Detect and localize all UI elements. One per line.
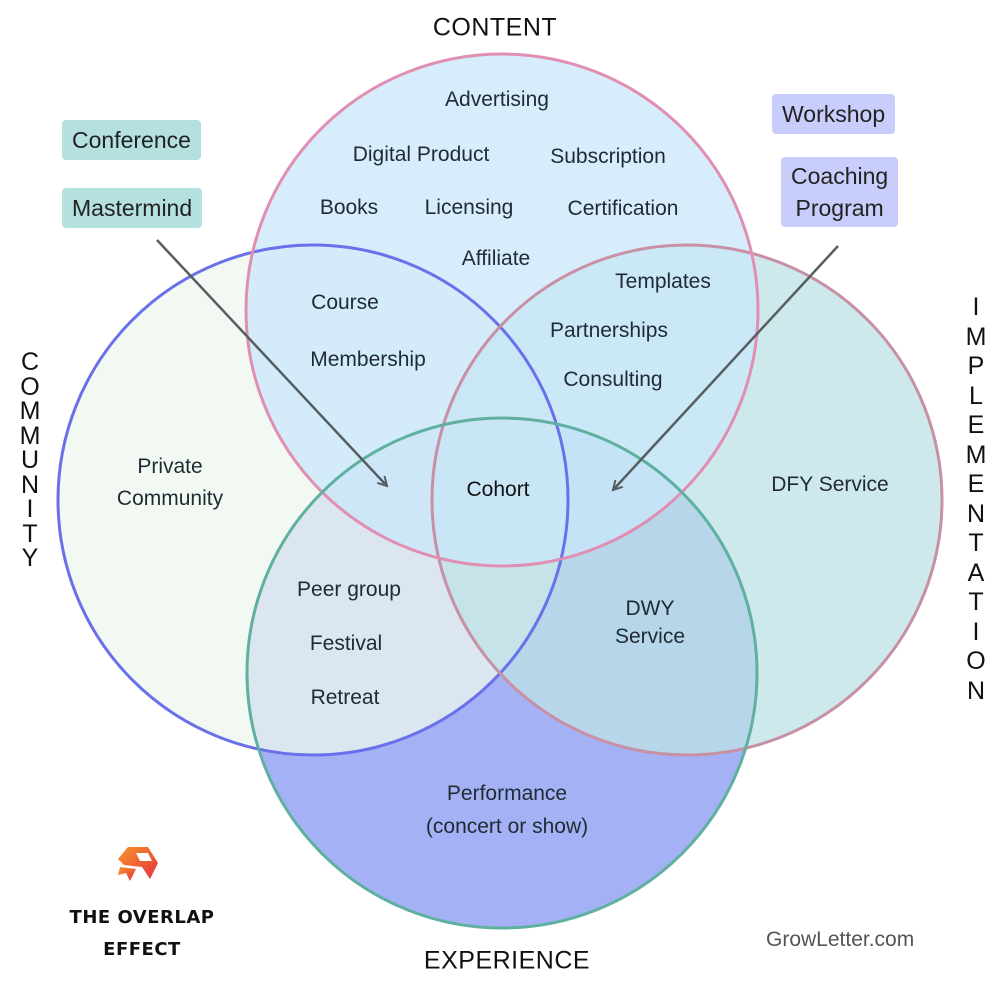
vertical-letter: E bbox=[967, 470, 985, 498]
region-label: Books bbox=[319, 196, 379, 219]
content-outline bbox=[244, 52, 760, 568]
vertical-letter: M bbox=[19, 397, 41, 425]
vertical-letter: M bbox=[19, 421, 41, 450]
vertical-letter: O bbox=[966, 647, 986, 675]
region-label: Consulting bbox=[563, 368, 663, 391]
vertical-letter: Y bbox=[21, 544, 39, 572]
callout-conference: Conference bbox=[62, 120, 201, 160]
callout-coaching-line1: Coaching bbox=[791, 163, 889, 189]
vertical-letter: E bbox=[967, 411, 985, 439]
implementation-outline bbox=[430, 243, 944, 757]
region-label: Course bbox=[311, 291, 379, 314]
experience-outline bbox=[245, 416, 759, 930]
region-label: Affiliate bbox=[461, 247, 531, 270]
vertical-letter: N bbox=[966, 499, 986, 528]
brand-title-line1: THE OVERLAP bbox=[69, 907, 215, 928]
callout-coaching-program: Coaching Program bbox=[781, 157, 899, 227]
region-label: Community bbox=[116, 487, 224, 510]
vertical-letter: T bbox=[22, 519, 38, 548]
region-label: (concert or show) bbox=[425, 815, 589, 838]
region-label: Retreat bbox=[310, 686, 380, 709]
brand-title-line2: EFFECT bbox=[103, 939, 181, 960]
vertical-letter: I bbox=[26, 495, 34, 523]
region-label: Templates bbox=[615, 270, 711, 293]
region-label: Advertising bbox=[445, 88, 549, 111]
vertical-letter: L bbox=[969, 381, 983, 410]
region-label: Licensing bbox=[424, 196, 514, 219]
vertical-letter: M bbox=[965, 440, 987, 469]
vertical-letter: N bbox=[966, 676, 986, 705]
vertical-letter: P bbox=[967, 352, 985, 380]
community-outline bbox=[56, 243, 570, 757]
region-label: Digital Product bbox=[352, 143, 490, 166]
vertical-letter: U bbox=[20, 446, 40, 474]
region-label: Membership bbox=[310, 348, 426, 371]
callout-coaching-line2: Program bbox=[795, 195, 884, 221]
callout-mastermind: Mastermind bbox=[62, 188, 203, 228]
region-label: Certification bbox=[567, 197, 679, 220]
overlap-effect-logo-icon bbox=[118, 847, 158, 881]
set-title-experience: EXPERIENCE bbox=[423, 946, 591, 975]
region-label: Service bbox=[614, 625, 686, 648]
region-label: Peer group bbox=[297, 578, 401, 601]
callout-workshop: Workshop bbox=[772, 94, 896, 134]
region-label: Performance bbox=[446, 782, 568, 805]
region-label: DFY Service bbox=[771, 473, 889, 496]
region-label: Private bbox=[137, 455, 203, 478]
vertical-letter: A bbox=[967, 558, 985, 587]
circle-outlines bbox=[56, 52, 944, 930]
set-title-content: CONTENT bbox=[432, 13, 558, 42]
vertical-letter: O bbox=[20, 372, 40, 401]
arrow-left-callout bbox=[156, 239, 387, 486]
vertical-letter: M bbox=[965, 322, 987, 351]
vertical-letter: T bbox=[968, 529, 984, 557]
region-label: DWY bbox=[625, 597, 675, 620]
content-circle bbox=[246, 54, 758, 566]
vertical-letter: I bbox=[972, 617, 980, 646]
region-label: Partnerships bbox=[550, 319, 668, 342]
region-label-center: Cohort bbox=[466, 478, 530, 501]
arrow-right-callout bbox=[613, 245, 839, 490]
vertical-letter: I bbox=[972, 293, 980, 321]
vertical-letter: C bbox=[20, 348, 40, 376]
brand-title: THE OVERLAP EFFECT bbox=[52, 902, 232, 966]
vertical-letter: N bbox=[20, 470, 40, 499]
region-label: Subscription bbox=[550, 145, 666, 168]
credit-text: GrowLetter.com bbox=[766, 928, 915, 951]
region-label: Festival bbox=[309, 632, 383, 655]
vertical-letter: T bbox=[968, 588, 984, 616]
